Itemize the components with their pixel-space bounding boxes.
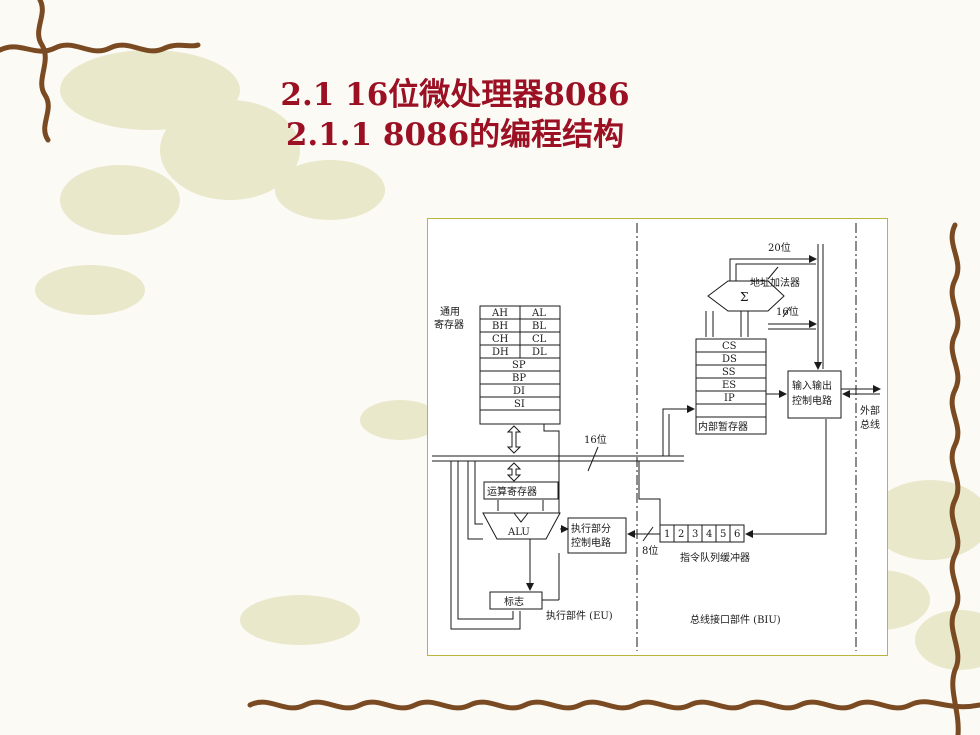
bus-temp-register-arrow bbox=[506, 462, 522, 482]
cpu-architecture-diagram: 通用 寄存器 AH AL BH BL CH CL DH DL SP BP DI … bbox=[427, 218, 888, 656]
register-dl: DL bbox=[532, 347, 547, 358]
segment-ip: IP bbox=[724, 393, 735, 404]
alu-label: ALU bbox=[507, 527, 530, 538]
register-ch: CH bbox=[492, 334, 509, 345]
eu-label: 执行部件 (EU) bbox=[546, 609, 613, 622]
address-adder-label: 地址加法器 bbox=[750, 276, 800, 289]
biu-label: 总线接口部件 (BIU) bbox=[690, 613, 781, 626]
slide-title-line-1: 2.1 16位微处理器8086 bbox=[280, 77, 630, 113]
alu-shape bbox=[482, 512, 561, 540]
register-dh: DH bbox=[492, 347, 509, 358]
register-cl: CL bbox=[532, 334, 547, 345]
register-al: AL bbox=[531, 308, 546, 319]
queue-slot-2: 2 bbox=[678, 529, 684, 540]
eu-control-label-1: 执行部分 bbox=[571, 522, 611, 535]
general-registers-label-1: 通用 bbox=[440, 306, 460, 318]
adder-output-width-label: 20位 bbox=[768, 241, 791, 254]
adder-symbol: Σ bbox=[740, 290, 748, 304]
internal-temp-label: 内部暂存器 bbox=[698, 420, 748, 433]
external-bus-label-1: 外部 bbox=[860, 404, 880, 417]
queue-slot-6: 6 bbox=[734, 529, 740, 540]
register-bus-arrow bbox=[506, 425, 522, 454]
segment-ss: SS bbox=[722, 367, 736, 378]
register-si: SI bbox=[514, 399, 525, 410]
slide-title-line-2: 2.1.1 8086的编程结构 bbox=[285, 117, 625, 153]
alu-temp-register-label: 运算寄存器 bbox=[487, 485, 537, 498]
register-di: DI bbox=[513, 386, 525, 397]
queue-slot-5: 5 bbox=[720, 529, 726, 540]
bus-width-label: 16位 bbox=[584, 433, 607, 446]
register-bl: BL bbox=[532, 321, 546, 332]
queue-slot-1: 1 bbox=[664, 529, 670, 540]
external-bus-label-2: 总线 bbox=[860, 418, 880, 431]
instruction-queue-label: 指令队列缓冲器 bbox=[680, 551, 750, 564]
internal-bus bbox=[432, 446, 684, 472]
io-control-label-2: 控制电路 bbox=[792, 394, 832, 407]
instruction-queue-grid bbox=[659, 524, 745, 543]
queue-width-label: 8位 bbox=[642, 544, 658, 557]
io-control-label-1: 输入输出 bbox=[792, 379, 832, 392]
register-ah: AH bbox=[491, 308, 508, 319]
queue-slot-3: 3 bbox=[692, 529, 698, 540]
eu-control-label-2: 控制电路 bbox=[571, 536, 611, 549]
address-adder-shape bbox=[707, 280, 785, 312]
general-register-grid bbox=[479, 305, 561, 425]
eu-control-box bbox=[567, 517, 627, 554]
queue-slot-4: 4 bbox=[706, 529, 712, 540]
io-control-box bbox=[787, 370, 842, 419]
segment-register-grid bbox=[695, 338, 767, 435]
register-sp: SP bbox=[512, 360, 526, 371]
alu-temp-register-box bbox=[483, 481, 559, 500]
general-registers-label-2: 寄存器 bbox=[434, 318, 464, 331]
register-bp: BP bbox=[512, 373, 526, 384]
register-bh: BH bbox=[492, 321, 508, 332]
segment-cs: CS bbox=[722, 341, 737, 352]
flags-label: 标志 bbox=[504, 595, 524, 608]
adder-input-width-label: 16位 bbox=[776, 305, 799, 318]
segment-ds: DS bbox=[722, 354, 737, 365]
segment-es: ES bbox=[722, 380, 736, 391]
